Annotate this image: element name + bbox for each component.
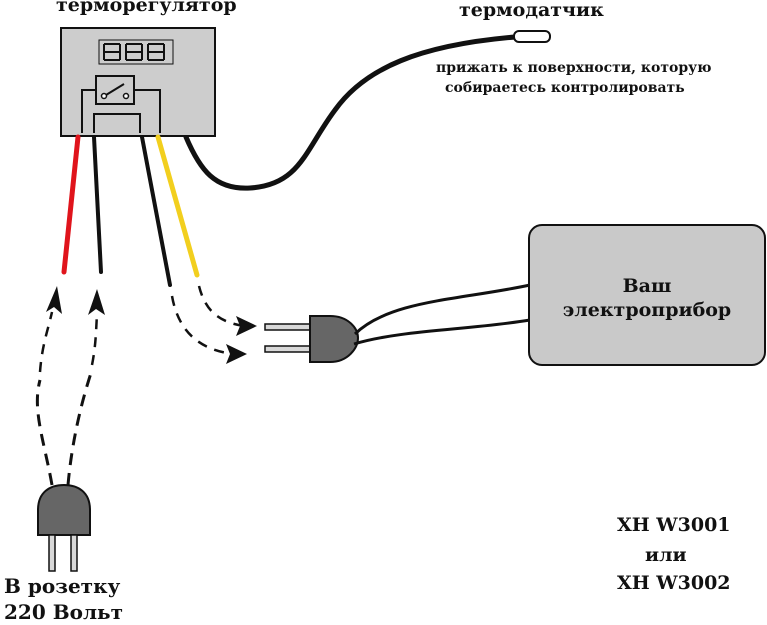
model-label-2: XH W3002 [617,572,731,594]
display-digit [147,43,165,61]
sensor-probe-icon [513,30,551,43]
sensor-note-line-2: собираетесь контролировать [445,80,685,96]
outlet-label-line-1: В розетку [4,574,121,598]
outlet-cable [66,369,94,486]
model-label-1: XH W3001 [617,514,731,536]
sensor-cable [183,34,518,191]
thermostat-unit [60,27,216,137]
sensor-label: термодатчик [459,0,604,21]
outlet-label-line-2: 220 Вольт [4,600,124,624]
sensor-note-line-1: прижать к поверхности, которую [436,60,712,76]
load-wire-black [140,135,172,287]
device-cable [353,318,531,346]
display-digit [103,43,121,61]
arrow-icon [88,289,105,366]
supply-wire-red [61,134,81,275]
display-digit [125,43,143,61]
model-label-or: или [645,544,687,566]
outlet-cable [35,379,54,486]
arrow-icon [197,285,257,336]
digital-display [98,39,174,65]
arrow-icon [170,295,247,364]
device-label-line-1: Ваш [622,275,672,297]
load-wire-yellow [155,134,200,278]
thermostat-label: терморегулятор [56,0,237,16]
arrow-icon [38,286,62,373]
device-box [528,224,766,366]
device-cable [353,283,531,336]
plug-icon [264,315,360,363]
device-label-line-2: электроприбор [562,299,732,321]
relay-switch-icon [81,75,161,133]
plug-icon [37,483,91,572]
supply-wire-black [92,135,103,274]
